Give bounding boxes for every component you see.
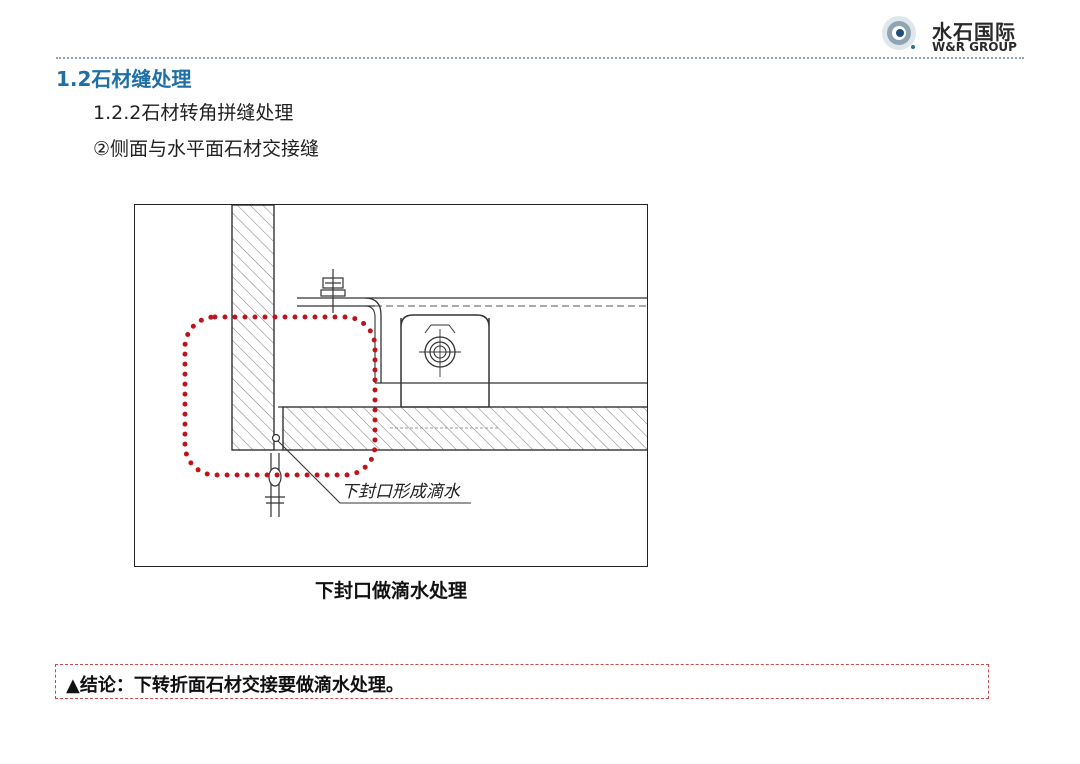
angle-bend-inner xyxy=(364,305,376,383)
sub-title: 1.2.2石材转角拼缝处理 xyxy=(93,102,294,124)
clamp-bolt xyxy=(419,324,461,377)
figure-caption: 下封口做滴水处理 xyxy=(314,580,467,602)
conclusion-text: ▲结论：下转折面石材交接要做滴水处理。 xyxy=(66,675,404,696)
section-title: 1.2石材缝处理 xyxy=(56,67,192,91)
annotation-label: 下封口形成滴水 xyxy=(341,482,461,502)
brand-name-en: W&R GROUP xyxy=(932,40,1017,54)
vertical-stone-panel xyxy=(231,205,275,451)
conclusion-box: ▲结论：下转折面石材交接要做滴水处理。 xyxy=(55,664,989,699)
brand-logo: 水石国际 W&R GROUP xyxy=(880,12,1030,54)
angle-bend xyxy=(364,297,382,383)
brand-name-cn: 水石国际 xyxy=(932,20,1016,44)
top-bolt xyxy=(320,269,346,313)
drawing-canvas: 下封口形成滴水 xyxy=(182,205,647,517)
highlight-region xyxy=(182,314,378,478)
clamp-plate xyxy=(400,314,490,407)
annotation-leader xyxy=(277,440,471,504)
sub-title-2: ②侧面与水平面石材交接缝 xyxy=(93,138,320,160)
detail-drawing: 下封口形成滴水 xyxy=(134,204,648,567)
drip-groove xyxy=(271,433,281,443)
brand-logo-icon xyxy=(882,16,916,50)
header-divider xyxy=(56,57,1024,59)
lower-rod xyxy=(265,453,285,517)
